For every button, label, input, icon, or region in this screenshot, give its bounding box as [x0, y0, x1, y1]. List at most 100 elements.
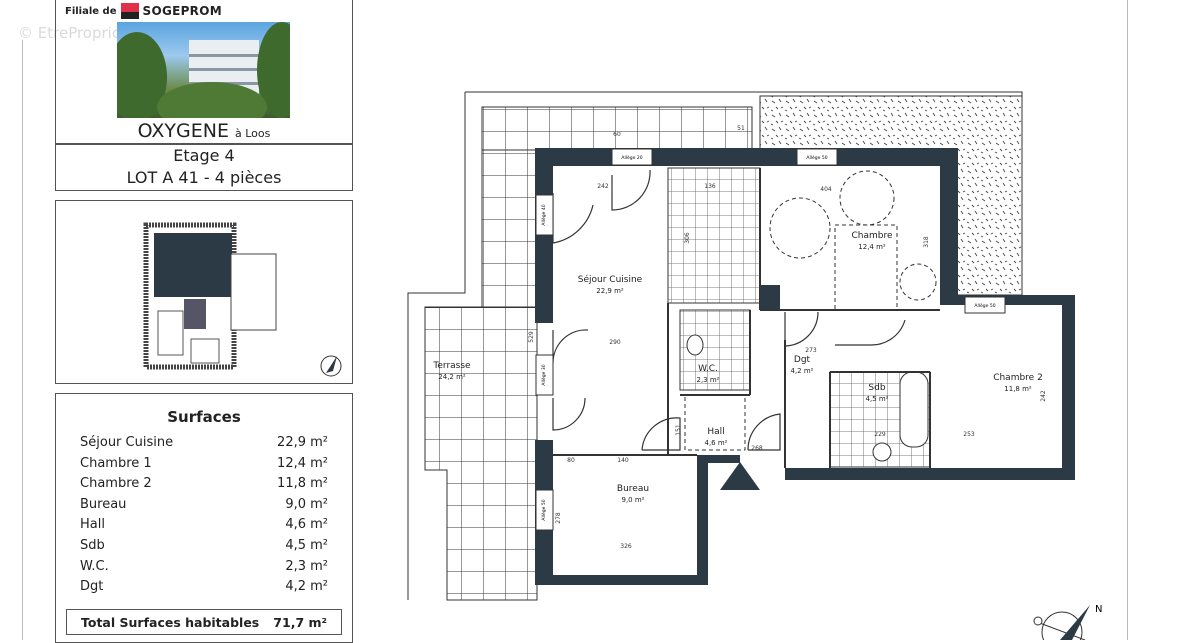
total-row: Total Surfaces habitables 71,7 m² [66, 609, 342, 635]
room-name: Chambre 2 [993, 373, 1043, 383]
surface-value: 4,6 m² [285, 517, 328, 533]
surface-label: Séjour Cuisine [80, 435, 174, 450]
surface-row: Chambre 2 11,8 m² [80, 476, 328, 491]
window: Allège 50 [535, 489, 554, 531]
surface-row: Hall 4,6 m² [80, 517, 328, 532]
toilet [686, 334, 704, 356]
window: Allège 40 [535, 194, 554, 236]
room-name: Terrasse [432, 361, 471, 371]
brand-name: SOGEPROM [142, 4, 222, 18]
surface-row: Sdb 4,5 m² [80, 538, 328, 553]
key-plan-terrace [230, 253, 277, 331]
dimension-label: 529 [528, 331, 535, 343]
dimension-label: 51 [737, 125, 745, 132]
surface-row: Séjour Cuisine 22,9 m² [80, 435, 328, 450]
key-plan-box [55, 200, 353, 384]
surface-label: Sdb [80, 538, 105, 553]
surface-label: Bureau [80, 496, 127, 512]
dimension-label: 278 [555, 512, 562, 524]
window-label: Allège 50 [806, 154, 827, 161]
dimension-label: 273 [805, 347, 817, 354]
window-label: Allège 20 [621, 154, 642, 161]
page-edge-left [22, 40, 23, 640]
room-area: 2,3 m² [697, 376, 720, 384]
window: Allège 50 [964, 296, 1006, 314]
floor-label: Etage 4 [173, 146, 235, 165]
wall [1062, 295, 1075, 480]
wall [940, 148, 958, 305]
room-area: 11,8 m² [1004, 385, 1032, 393]
window: Allège 30 [535, 354, 554, 396]
key-plan-compass-icon [320, 355, 342, 377]
surface-value: 12,4 m² [277, 455, 328, 471]
surface-value: 4,5 m² [285, 538, 328, 553]
door-swings [552, 169, 906, 451]
compass-north-label: N [1095, 604, 1102, 615]
terrace-west [424, 306, 538, 601]
surface-value: 4,2 m² [285, 579, 328, 595]
room-name: Chambre [851, 231, 892, 241]
project-city: à Loos [234, 127, 271, 140]
surface-value: 2,3 m² [285, 558, 328, 574]
surface-label: Chambre 2 [80, 476, 152, 492]
window-label: Allège 30 [540, 364, 547, 385]
window: Allège 50 [796, 148, 838, 166]
room-area: 4,5 m² [866, 395, 889, 403]
dimension-label: 290 [609, 339, 621, 346]
key-plan-stair [184, 299, 206, 329]
dimension-label: 60 [613, 131, 621, 138]
terrace-north-strip [481, 149, 538, 331]
room-name: Dgt [794, 355, 811, 365]
wall [535, 575, 708, 585]
dimension-label: 268 [751, 445, 763, 452]
wall [760, 285, 780, 310]
dimension-label: 229 [874, 431, 886, 438]
room-name: W.C. [698, 364, 718, 374]
brand-logo: Filiale de SOGEPROM [65, 3, 222, 19]
header-divider [55, 143, 353, 145]
total-value: 71,7 m² [273, 614, 327, 630]
room-area: 9,0 m² [622, 496, 645, 504]
wall [958, 295, 1075, 305]
room-area: 4,2 m² [791, 367, 814, 375]
window-label: Allège 50 [974, 302, 995, 309]
room-name: Séjour Cuisine [578, 274, 643, 285]
dimension-label: 242 [1040, 390, 1047, 402]
room-area: 4,6 m² [705, 439, 728, 447]
terrace-north [481, 106, 753, 153]
surface-label: W.C. [80, 558, 109, 574]
bathtub [899, 371, 929, 448]
surface-row: Bureau 9,0 m² [80, 497, 328, 512]
furniture-outlines [684, 170, 937, 451]
brand-prefix: Filiale de [65, 5, 117, 17]
entrance-arrow-icon [720, 462, 760, 490]
dimension-label: 80 [567, 457, 575, 464]
room-area: 22,9 m² [596, 287, 624, 295]
dimension-label: 242 [597, 183, 609, 190]
dimension-label: 140 [617, 457, 629, 464]
surface-value: 22,9 m² [277, 435, 328, 450]
window-label: Allège 50 [540, 499, 547, 520]
key-plan-highlighted-lot [154, 233, 232, 297]
dimension-label: 136 [704, 183, 716, 190]
room-name: Bureau [617, 484, 649, 494]
project-title: OXYGENE à Loos [55, 120, 353, 142]
brand-logo-icon [120, 3, 139, 19]
surface-value: 9,0 m² [285, 496, 328, 512]
building-photo [117, 22, 290, 118]
project-header-box [55, 0, 353, 191]
key-plan-room [190, 338, 220, 364]
surface-label: Hall [80, 517, 105, 533]
total-label: Total Surfaces habitables [81, 614, 260, 630]
surface-value: 11,8 m² [277, 476, 328, 492]
wall [535, 148, 958, 166]
surface-label: Chambre 1 [80, 455, 152, 471]
project-name: OXYGENE [137, 120, 229, 142]
dimension-label: 306 [684, 232, 691, 244]
lot-label: LOT A 41 - 4 pièces [126, 168, 282, 187]
room-area: 12,4 m² [858, 243, 886, 251]
key-plan-room [157, 310, 184, 356]
room-area: 24,2 m² [438, 373, 466, 381]
